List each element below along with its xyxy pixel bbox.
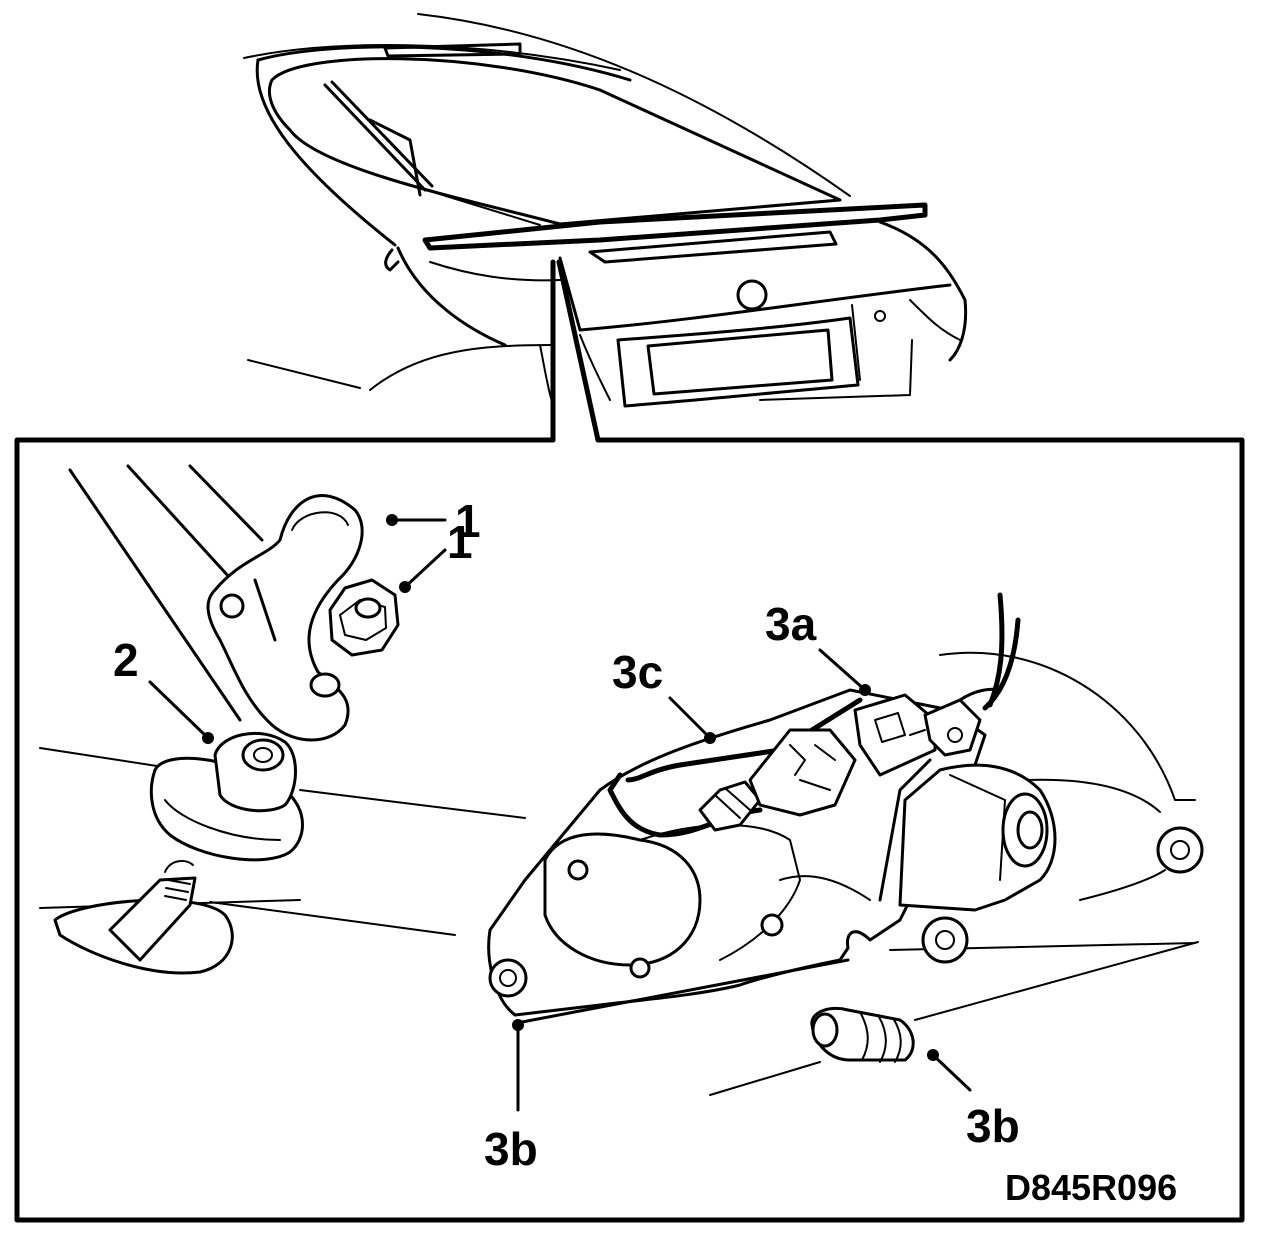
detail-frame: [14, 437, 1245, 1223]
spindle-bush: [810, 1006, 915, 1063]
callout-3a-connector: 3a: [765, 598, 817, 650]
wiper-motor-bracket: [487, 592, 1204, 1096]
leader-lines: [148, 514, 972, 1112]
callout-1-nut: 1: [447, 516, 473, 568]
callout-2-grommet: 2: [113, 634, 139, 686]
spindle-hole: [39, 859, 456, 975]
callout-1-wiper-arm: 1: [455, 495, 481, 547]
callout-3b-bolt: 3b: [484, 1123, 538, 1175]
callout-3c-harness: 3c: [612, 646, 663, 698]
car-rear-overview: [243, 13, 968, 443]
hex-nut: [328, 578, 400, 657]
figure-reference-code: D845R096: [1005, 1167, 1177, 1208]
wiper-arm-assembly: [68, 464, 364, 742]
rubber-grommet: [39, 731, 526, 862]
callout-3b-bush: 3b: [966, 1100, 1020, 1152]
